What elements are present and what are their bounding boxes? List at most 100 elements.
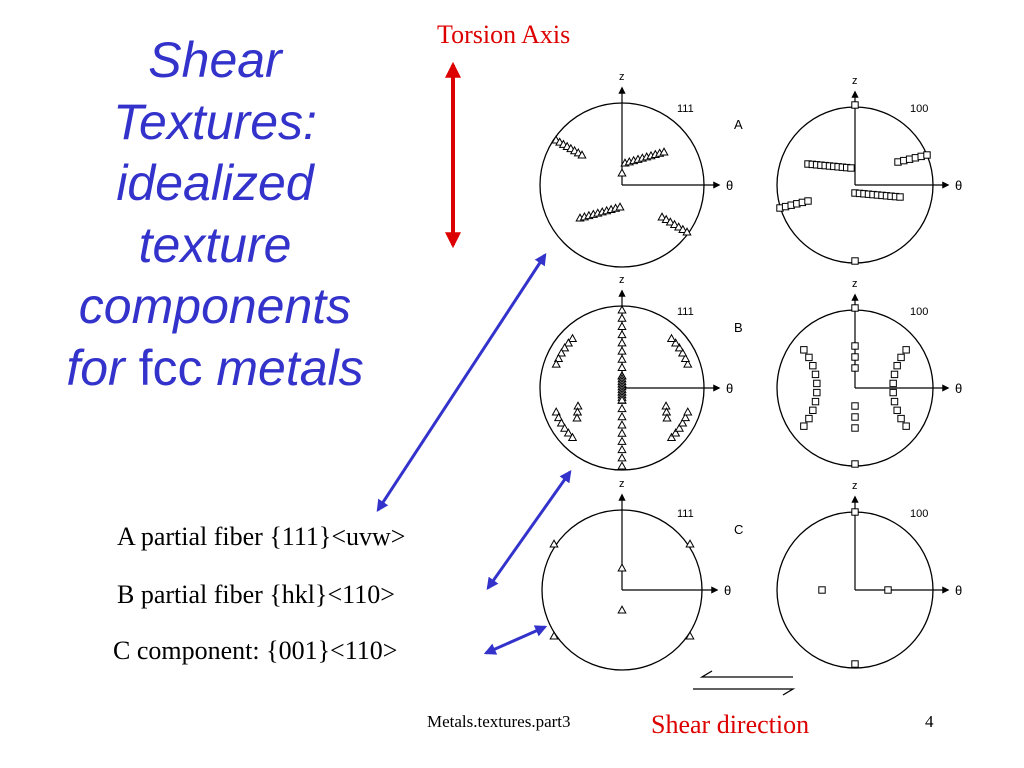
- link-arrow-c: [483, 625, 548, 655]
- triangle-marker: [551, 407, 561, 416]
- triangle-marker: [617, 436, 627, 445]
- shear-direction-arrows: [693, 670, 796, 696]
- square-marker: [893, 406, 901, 415]
- triangle-marker: [677, 418, 688, 427]
- square-marker: [889, 379, 897, 388]
- triangle-marker: [617, 362, 627, 372]
- slide-title: Shear Textures: idealized texture compon…: [0, 30, 430, 399]
- triangle-marker: [617, 338, 627, 347]
- square-marker: [818, 586, 826, 594]
- triangle-marker: [615, 202, 625, 211]
- pole-figure-b-left-z-label: z: [619, 274, 625, 286]
- pole-figure-c-left-theta-label: θ: [724, 583, 731, 598]
- triangle-marker: [617, 321, 627, 330]
- page-number: 4: [925, 712, 934, 731]
- square-marker: [851, 402, 859, 410]
- square-marker: [800, 422, 808, 430]
- square-marker: [851, 257, 859, 265]
- triangle-marker: [669, 219, 680, 229]
- square-marker: [847, 164, 855, 172]
- triangle-marker: [680, 353, 691, 362]
- triangle-marker: [670, 338, 681, 347]
- triangle-marker: [683, 407, 693, 416]
- square-marker: [851, 364, 859, 372]
- square-marker: [805, 414, 813, 423]
- triangle-marker: [682, 227, 692, 236]
- triangle-marker: [617, 563, 627, 572]
- triangle-marker: [683, 359, 693, 368]
- triangle-marker: [659, 147, 669, 156]
- triangle-marker: [678, 224, 688, 234]
- square-marker: [851, 460, 859, 468]
- square-marker: [809, 406, 817, 415]
- triangle-marker: [665, 217, 675, 226]
- triangle-marker: [680, 412, 691, 422]
- pole-figure-b-right-z-label: z: [852, 278, 858, 290]
- pole-figure-a-left-z-label: z: [619, 71, 625, 83]
- triangle-marker: [549, 631, 559, 640]
- square-marker: [851, 353, 859, 361]
- triangle-marker: [661, 214, 671, 224]
- square-marker: [902, 346, 910, 354]
- triangle-marker: [577, 150, 587, 159]
- square-marker: [805, 353, 813, 362]
- square-marker: [813, 388, 821, 397]
- title-line-6: for fcc metals: [0, 338, 430, 400]
- square-marker: [890, 370, 899, 379]
- triangle-marker: [674, 423, 684, 432]
- triangle-marker: [617, 305, 627, 314]
- title-line-2: Textures:: [113, 93, 317, 150]
- triangle-marker: [563, 428, 574, 437]
- pole-figure-c-right-theta-label: θ: [955, 583, 962, 598]
- triangle-marker: [573, 401, 583, 410]
- triangle-marker: [560, 343, 570, 352]
- triangle-marker: [617, 354, 627, 363]
- title-line-1: Shear: [148, 32, 282, 88]
- pole-figure-b-right-index-label: 100: [910, 306, 928, 318]
- triangle-marker: [617, 395, 627, 404]
- square-marker: [923, 151, 931, 159]
- square-marker: [851, 101, 859, 109]
- triangle-marker: [617, 420, 627, 429]
- square-marker: [851, 342, 859, 350]
- title-line-4: texture: [138, 216, 292, 273]
- square-marker: [902, 422, 910, 430]
- component-b-label: B partial fiber {hkl}<110>: [117, 580, 395, 609]
- square-marker: [851, 413, 859, 421]
- square-marker: [851, 508, 859, 516]
- triangle-marker: [560, 423, 570, 432]
- square-marker: [813, 379, 821, 388]
- torsion-axis-label: Torsion Axis: [437, 20, 571, 49]
- pole-figure-c-left-z-label: z: [619, 478, 625, 490]
- triangle-marker: [551, 359, 561, 368]
- link-arrow-a: [376, 252, 547, 513]
- component-a-label: A partial fiber {111}<uvw>: [117, 522, 406, 551]
- pole-figure-a-right-index-label: 100: [910, 103, 928, 115]
- title-word-metals: metals: [216, 339, 364, 396]
- square-marker: [889, 388, 897, 397]
- triangle-marker: [617, 605, 627, 614]
- title-line-3: idealized: [116, 155, 314, 211]
- pole-figure-c-left-row-letter: C: [734, 522, 743, 537]
- triangle-marker: [617, 329, 627, 339]
- component-c-label: C component: {001}<110>: [113, 636, 398, 665]
- triangle-marker: [674, 343, 684, 352]
- triangle-marker: [572, 413, 582, 422]
- square-marker: [851, 304, 859, 312]
- pole-figure-a-left-index-label: 111: [677, 103, 694, 115]
- triangle-marker: [617, 168, 627, 177]
- square-marker: [851, 424, 859, 432]
- square-marker: [897, 414, 905, 423]
- triangle-marker: [617, 346, 627, 355]
- link-arrow-b: [486, 470, 572, 590]
- triangle-marker: [553, 353, 564, 362]
- triangle-marker: [567, 333, 578, 343]
- pole-figure-b-right-theta-label: θ: [955, 381, 962, 396]
- pole-figure-b-left-row-letter: B: [734, 320, 743, 335]
- triangle-marker: [617, 403, 627, 413]
- triangle-marker: [617, 428, 627, 437]
- square-marker: [893, 361, 901, 370]
